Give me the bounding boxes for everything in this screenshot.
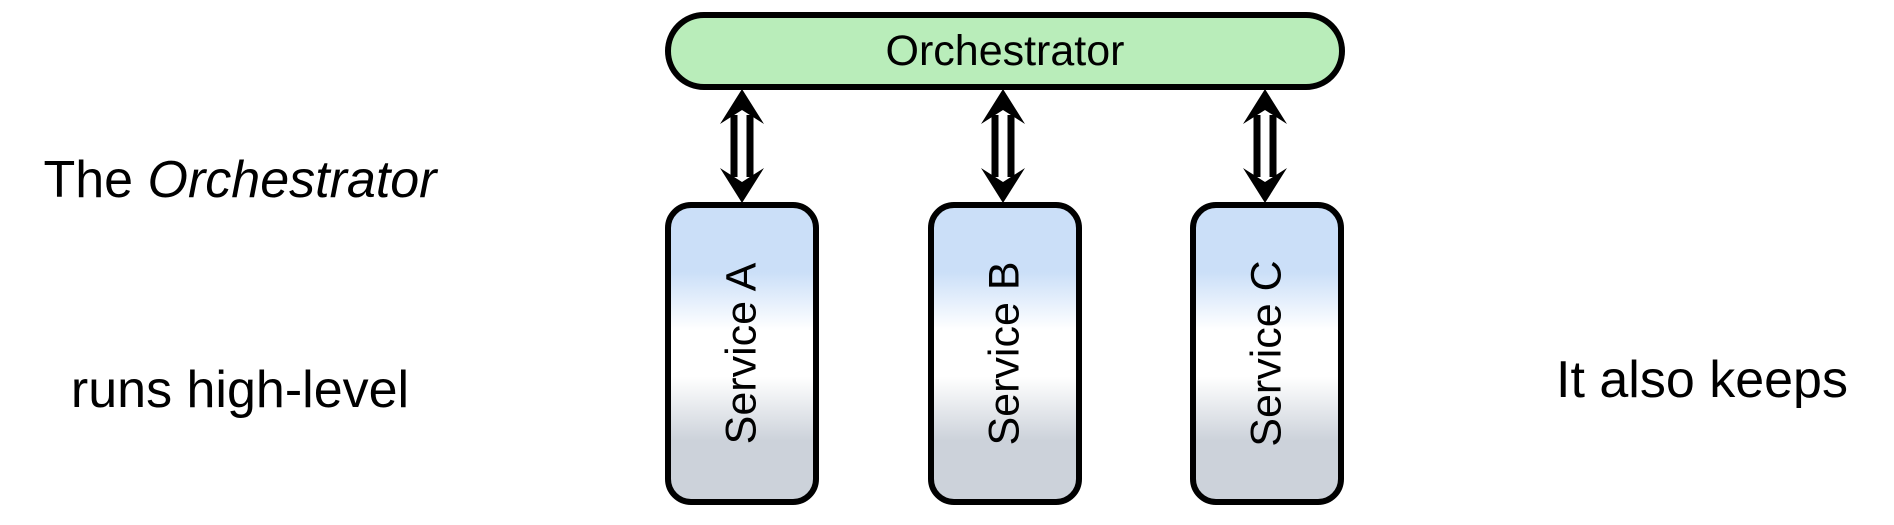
service-b-node[interactable]: Service B [928,202,1082,505]
arrowhead-up-icon [1243,89,1287,124]
left-caption-emphasis-orchestrator: Orchestrator [147,151,437,209]
service-c-node[interactable]: Service C [1190,202,1344,505]
connector-orchestrator-service-c [1237,88,1293,204]
right-caption-text: It also keeps the data of the services c… [1510,205,1894,525]
service-b-label: Service B [980,261,1029,446]
left-caption-line-1-prefix: The [43,151,148,209]
arrowhead-up-icon [720,89,764,124]
left-caption-text: The Orchestrator runs high-level scenari… [0,5,480,525]
arrowhead-down-icon [720,168,764,203]
double-headed-arrow-icon [991,115,1015,177]
double-headed-arrow-icon [1253,115,1277,177]
right-caption-line-1: It also keeps [1556,351,1848,409]
double-headed-arrow-icon [730,115,754,177]
arrowhead-down-icon [1243,168,1287,203]
orchestrator-label: Orchestrator [885,26,1125,75]
service-a-node[interactable]: Service A [665,202,819,505]
left-caption-line-2: runs high-level [70,361,410,419]
arrowhead-down-icon [981,168,1025,203]
connector-orchestrator-service-b [975,88,1031,204]
connector-orchestrator-service-a [714,88,770,204]
orchestrator-node[interactable]: Orchestrator [665,12,1345,90]
left-caption-line-1: The Orchestrator [0,145,480,215]
arrowhead-up-icon [981,89,1025,124]
service-a-label: Service A [717,262,766,445]
service-c-label: Service C [1242,260,1291,447]
